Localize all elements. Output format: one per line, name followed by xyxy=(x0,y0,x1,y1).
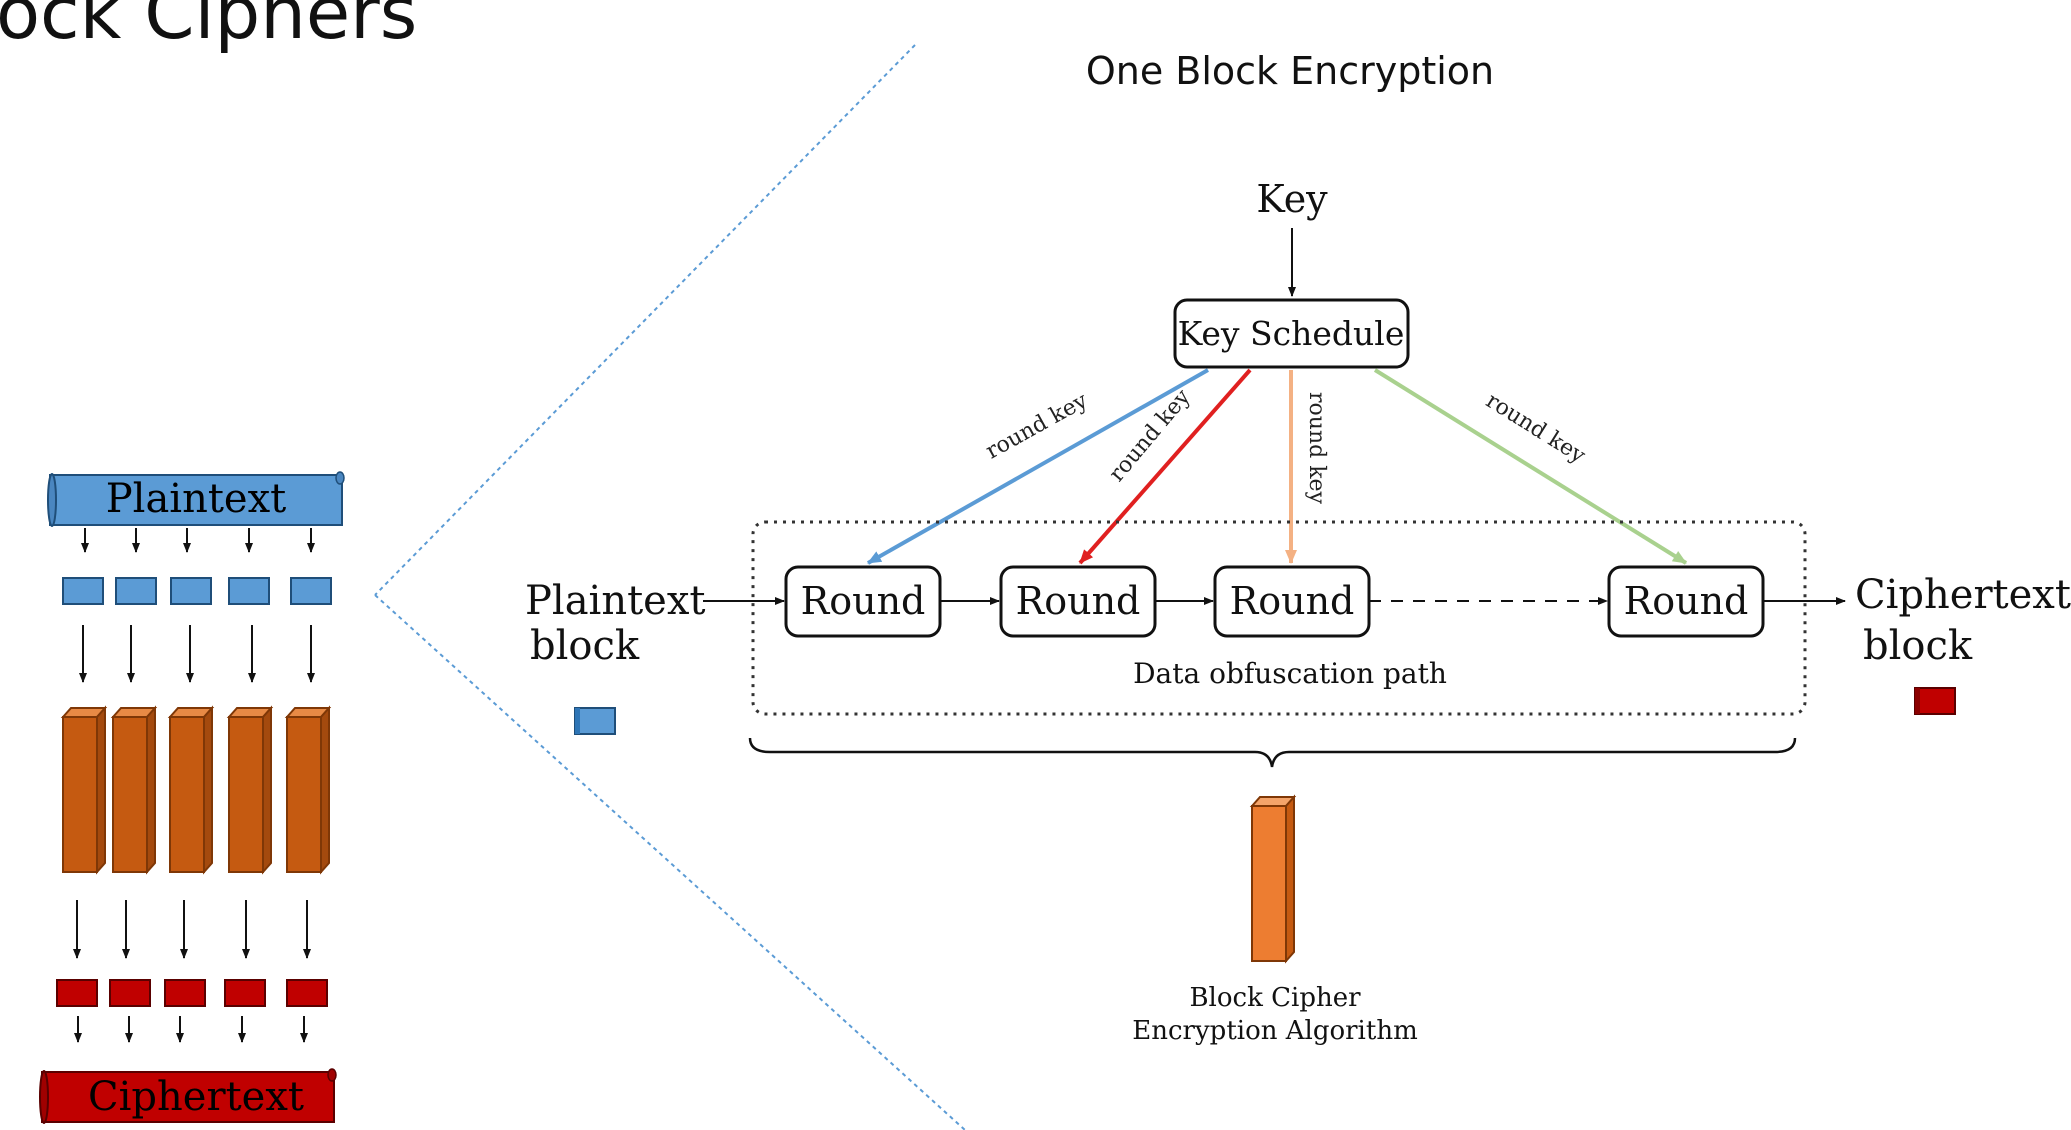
round-box: Round xyxy=(1607,565,1765,638)
round-key-label-3: round key xyxy=(1304,392,1329,505)
ciphertext-blocks xyxy=(56,979,328,1007)
round-box: Round xyxy=(999,565,1157,638)
cipher-bar xyxy=(226,705,274,875)
round-box: Round xyxy=(784,565,942,638)
round-key-label-1: round key xyxy=(982,388,1093,464)
ciphertext-block-icon xyxy=(1914,687,1956,715)
ciphertext-block-label-line2: block xyxy=(1863,623,1973,669)
round-label: Round xyxy=(801,579,926,623)
cipher-bar xyxy=(110,705,158,875)
ciphertext-merge-arrows xyxy=(74,1016,308,1043)
key-schedule-label: Key Schedule xyxy=(1178,314,1405,353)
left-panel: Plaintext xyxy=(39,471,345,1124)
plaintext-scroll-banner: Plaintext xyxy=(47,471,345,527)
cipher-bar xyxy=(167,705,215,875)
key-label: Key xyxy=(1256,177,1328,221)
round-key-arrow-2 xyxy=(1078,368,1252,565)
plaintext-block-icon xyxy=(574,707,616,735)
cipher-bars xyxy=(60,705,332,875)
cipher-bar xyxy=(284,705,332,875)
round-key-arrows xyxy=(867,368,1688,565)
round-label: Round xyxy=(1624,579,1749,623)
ciphertext-block-label-line1: Ciphertext xyxy=(1855,572,2071,618)
block-cipher-bar xyxy=(1249,794,1297,964)
round-label: Round xyxy=(1230,579,1355,623)
plaintext-blocks xyxy=(62,577,332,605)
round-box: Round xyxy=(1213,565,1371,638)
plaintext-split-arrows xyxy=(81,528,315,553)
algorithm-label-line2: Encryption Algorithm xyxy=(1132,1016,1417,1046)
round-key-label-4: round key xyxy=(1481,388,1590,469)
cipher-to-output-arrows xyxy=(73,900,311,959)
block-to-cipher-arrows xyxy=(79,625,315,683)
plaintext-banner-label: Plaintext xyxy=(106,476,287,522)
cipher-bar xyxy=(60,705,108,875)
ciphertext-scroll-banner: Ciphertext xyxy=(39,1068,337,1124)
round-label: Round xyxy=(1016,579,1141,623)
round-key-label-2: round key xyxy=(1104,384,1195,486)
algorithm-label-line1: Block Cipher xyxy=(1189,983,1361,1013)
plaintext-block-label-line1: Plaintext xyxy=(525,578,706,624)
data-obfuscation-path-box xyxy=(751,520,1807,716)
rounds-brace xyxy=(748,737,1797,768)
slide-title: ock Ciphers xyxy=(0,0,417,55)
ciphertext-banner-label: Ciphertext xyxy=(88,1074,304,1120)
round-key-arrow-1 xyxy=(867,368,1209,565)
data-obfuscation-path-label: Data obfuscation path xyxy=(1133,657,1447,690)
zoom-divider xyxy=(374,44,966,1130)
key-schedule-box: Key Schedule xyxy=(1173,298,1410,369)
diagram-title: One Block Encryption xyxy=(1086,49,1494,93)
round-key-arrow-4 xyxy=(1373,368,1688,565)
plaintext-block-label-line2: block xyxy=(530,623,640,669)
